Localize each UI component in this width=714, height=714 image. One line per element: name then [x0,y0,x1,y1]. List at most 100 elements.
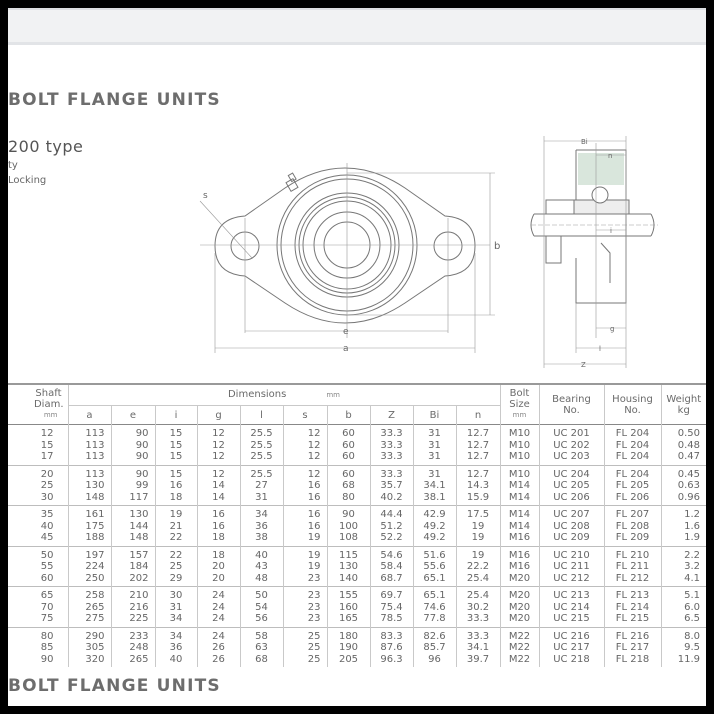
table-cell: FL 216 [603,627,661,642]
table-cell: 12 [196,424,240,440]
table-cell: 19 [455,520,500,532]
table-cell: 33.3 [455,613,500,627]
table-cell: UC 210 [538,546,604,561]
table-cell: 320 [67,653,111,667]
table-cell: 100 [326,520,370,532]
table-cell: 90 [110,439,155,451]
table-cell: 34.1 [455,642,500,654]
table-cell: 12 [196,465,240,480]
table-cell: 55 [40,561,54,572]
table-cell: 55.6 [412,561,456,573]
table-cell: 20 [196,561,240,573]
table-cell: 290 [67,627,111,642]
table-cell: 14.3 [455,480,500,492]
table-cell: 85.7 [412,642,456,654]
table-cell: 0.96 [660,491,706,506]
table-cell: 12 [196,451,240,465]
table-cell: 175 [67,520,111,532]
table-cell: 51.2 [369,520,413,532]
table-cell: 16 [282,505,327,521]
table-cell: 68 [326,480,370,492]
table-cell: 16 [282,520,327,532]
table-cell: FL 214 [603,601,661,613]
table-cell: UC 201 [538,424,604,440]
table-cell: FL 204 [603,439,661,451]
header-housing-no: Housing No. [603,384,661,425]
table-cell: 305 [67,642,111,654]
table-cell: M16 [499,561,539,573]
table-cell: UC 213 [538,586,604,602]
table-cell: M10 [499,439,539,451]
table-cell: 12 [282,465,327,480]
table-cell: 19 [455,532,500,546]
table-cell: 148 [110,532,155,546]
table-cell: 115 [326,546,370,561]
table-cell: 56 [239,613,283,627]
table-cell: 70 [40,601,54,613]
table-cell: 22.2 [455,561,500,573]
table-cell: M20 [499,572,539,587]
table-cell: 12 [196,439,240,451]
table-cell: 82.6 [412,627,456,642]
label-n: n [608,152,612,160]
table-cell: 54.6 [369,546,413,561]
table-cell: 144 [110,520,155,532]
table-cell: 16 [282,491,327,506]
table-cell: 40 [154,653,197,667]
table-cell: 63 [239,642,283,654]
table-cell: 224 [67,561,111,573]
table-cell: 83.3 [369,627,413,642]
table-cell: 130 [326,561,370,573]
table-cell: 160 [326,601,370,613]
table-cell: UC 214 [538,601,604,613]
table-cell: 25.5 [239,465,283,480]
table-cell: UC 215 [538,613,604,627]
table-cell: 15 [154,439,197,451]
table-cell: 205 [326,653,370,667]
table-cell: 6.5 [660,613,706,627]
table-cell: 65.1 [412,586,456,602]
table-cell: 25.4 [455,572,500,587]
table-cell: 25 [154,561,197,573]
side-section-drawing: Bi n i g l Z [530,136,658,369]
table-cell: 130 [67,480,111,492]
table-cell: M16 [499,532,539,546]
table-cell: 96 [412,653,456,667]
table-cell: 5.1 [660,586,706,602]
table-cell: 90 [110,451,155,465]
table-cell: 184 [110,561,155,573]
header-bearing-no: Bearing No. [538,384,604,425]
table-cell: 9.5 [660,642,706,654]
table-cell: 12.7 [455,439,500,451]
table-cell: 75 [40,613,54,624]
table-cell: 18 [196,532,240,546]
table-cell: 23 [282,601,327,613]
table-cell: M14 [499,480,539,492]
table-cell: 15 [154,465,197,480]
table-cell: 265 [110,653,155,667]
table-cell: 85 [40,642,54,653]
table-cell: 60 [40,572,54,584]
header-i: i [154,405,197,425]
table-cell: 12.7 [455,451,500,465]
table-cell: 117 [110,491,155,506]
table-cell: 12.7 [455,465,500,480]
table-cell: 33.3 [369,439,413,451]
table-cell: 75.4 [369,601,413,613]
table-cell: M16 [499,546,539,561]
table-cell: 50 [239,586,283,602]
table-cell: UC 218 [538,653,604,667]
header-g: g [196,405,240,425]
table-cell: 19 [282,532,327,546]
table-cell: 40.2 [369,491,413,506]
table-cell: 16 [196,520,240,532]
table-cell: 258 [67,586,111,602]
table-cell: 148 [67,491,111,506]
header-weight: Weight kg [660,384,706,425]
